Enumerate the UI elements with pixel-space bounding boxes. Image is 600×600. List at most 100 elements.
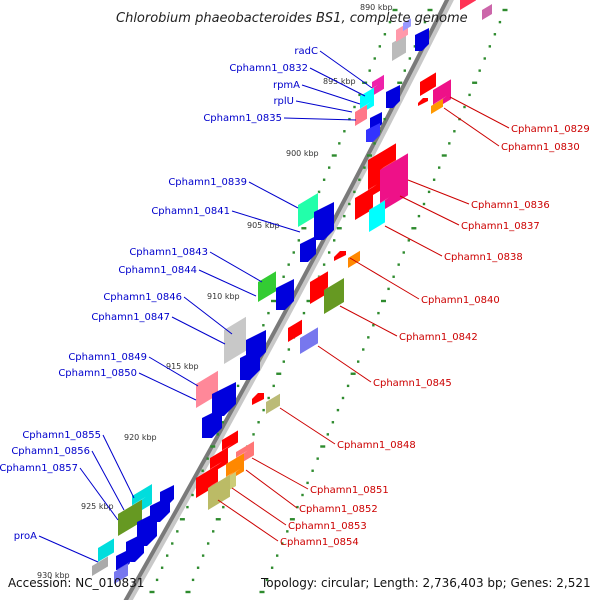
ruler-dot — [356, 360, 360, 363]
gene-label-right[interactable]: Cphamn1_0838 — [444, 252, 523, 263]
feature-highlight — [368, 140, 400, 160]
leader-line — [148, 356, 199, 387]
gene-block — [355, 187, 373, 220]
gene-label-left[interactable]: Cphamn1_0857 — [0, 463, 78, 474]
feature-highlight — [355, 101, 371, 112]
ruler-dot — [463, 105, 466, 109]
gene-label-left[interactable]: rpmA — [273, 80, 300, 91]
leader-line — [198, 269, 257, 297]
gene-arrow — [386, 85, 400, 108]
gene-label-right[interactable]: Cphamn1_0851 — [310, 485, 389, 496]
feature-highlight — [196, 367, 222, 384]
ruler-dot — [502, 8, 508, 12]
gene-label-left[interactable]: rplU — [273, 96, 294, 107]
gene-label-left[interactable]: Cphamn1_0849 — [68, 352, 147, 363]
scale-tick: 920 kbp — [124, 433, 157, 442]
gene-block — [348, 250, 360, 268]
gene-label-left[interactable]: Cphamn1_0856 — [11, 446, 90, 457]
ruler-dot — [403, 69, 406, 72]
gene-label-left[interactable]: Cphamn1_0855 — [22, 430, 101, 441]
gene-label-right[interactable]: Cphamn1_0836 — [471, 200, 550, 211]
feature-highlight — [420, 69, 440, 82]
gene-label-left[interactable]: Cphamn1_0846 — [103, 292, 182, 303]
ruler-dot — [408, 57, 412, 60]
gene-block — [222, 430, 238, 452]
leader-line — [349, 257, 420, 300]
gene-block — [300, 327, 318, 354]
gene-label-left[interactable]: Cphamn1_0850 — [58, 368, 137, 379]
left-gene-labels: radC Cphamn1_0832 rpmA rplU Cphamn1_0835… — [0, 46, 318, 542]
gene-label-right[interactable]: Cphamn1_0852 — [299, 504, 378, 515]
scale-tick: 915 kbp — [166, 362, 199, 371]
leader-line — [339, 305, 398, 337]
leader-line — [248, 181, 299, 209]
gene-block — [98, 538, 114, 562]
gene-label-left[interactable]: radC — [294, 46, 318, 57]
ruler-dot — [317, 190, 321, 194]
scale-tick: 905 kbp — [247, 221, 280, 230]
ruler-dot — [287, 263, 290, 266]
gene-block — [92, 556, 108, 576]
feature-highlight — [226, 450, 248, 464]
gene-label-right[interactable]: Cphamn1_0842 — [399, 332, 478, 343]
feature-highlight — [258, 268, 280, 282]
leader-line — [231, 210, 301, 233]
feature-highlight — [380, 150, 412, 170]
ruler-dot — [282, 275, 285, 278]
leader-line — [449, 96, 510, 129]
gene-label-left[interactable]: Cphamn1_0844 — [118, 265, 197, 276]
ruler-dot — [483, 57, 486, 60]
gene-label-left[interactable]: Cphamn1_0835 — [203, 113, 282, 124]
gene-label-left[interactable]: Cphamn1_0847 — [91, 312, 170, 323]
ruler-dot — [397, 81, 403, 84]
gene-arrow — [334, 251, 346, 261]
ruler-dot — [327, 251, 331, 254]
leader-line — [309, 67, 366, 97]
leader-line — [171, 316, 226, 345]
gene-label-right[interactable]: Cphamn1_0854 — [280, 537, 359, 548]
feature-highlight — [300, 324, 322, 338]
gene-block — [288, 319, 302, 342]
gene-label-right[interactable]: Cphamn1_0840 — [421, 295, 500, 306]
ruler-dot — [372, 324, 375, 327]
gene-label-right[interactable]: Cphamn1_0830 — [501, 142, 580, 153]
ruler-dot — [322, 178, 326, 181]
ruler-dot — [407, 239, 411, 242]
gene-block — [310, 271, 328, 304]
gene-label-left[interactable]: Cphamn1_0839 — [168, 177, 247, 188]
ruler-dot — [331, 421, 335, 424]
gene-block — [355, 104, 367, 126]
gene-block — [380, 153, 408, 212]
gene-label-right[interactable]: Cphamn1_0837 — [461, 221, 540, 232]
gene-label-left[interactable]: Cphamn1_0841 — [151, 206, 230, 217]
ruler-dot — [377, 311, 380, 315]
feature-highlight — [369, 197, 389, 210]
ruler-dot — [216, 433, 220, 436]
gene-label-left[interactable]: proA — [14, 531, 37, 542]
leader-line — [384, 225, 443, 257]
leader-line — [283, 117, 357, 121]
ruler-dot — [257, 421, 260, 424]
ruler-dot — [358, 178, 361, 181]
ruler-dot — [289, 518, 295, 521]
leader-line — [317, 345, 372, 383]
gene-block — [460, 0, 476, 10]
gene-label-right[interactable]: Cphamn1_0829 — [511, 124, 590, 135]
ruler-dot — [338, 142, 341, 145]
ruler-dot — [353, 105, 356, 109]
ruler-dot — [387, 287, 390, 291]
gene-label-left[interactable]: Cphamn1_0843 — [129, 247, 208, 258]
ruler-dot — [302, 311, 306, 315]
feature-highlight — [118, 496, 146, 514]
ruler-dot — [441, 154, 447, 157]
leader-line — [217, 499, 279, 542]
gene-label-left[interactable]: Cphamn1_0832 — [229, 63, 308, 74]
ruler-dot — [196, 566, 200, 569]
gene-label-right[interactable]: Cphamn1_0853 — [288, 521, 367, 532]
ruler-dot — [336, 408, 340, 412]
gene-block — [258, 271, 276, 302]
feature-highlight — [196, 461, 222, 478]
leader-line — [102, 434, 135, 499]
gene-label-right[interactable]: Cphamn1_0845 — [373, 378, 452, 389]
gene-label-right[interactable]: Cphamn1_0848 — [337, 440, 416, 451]
